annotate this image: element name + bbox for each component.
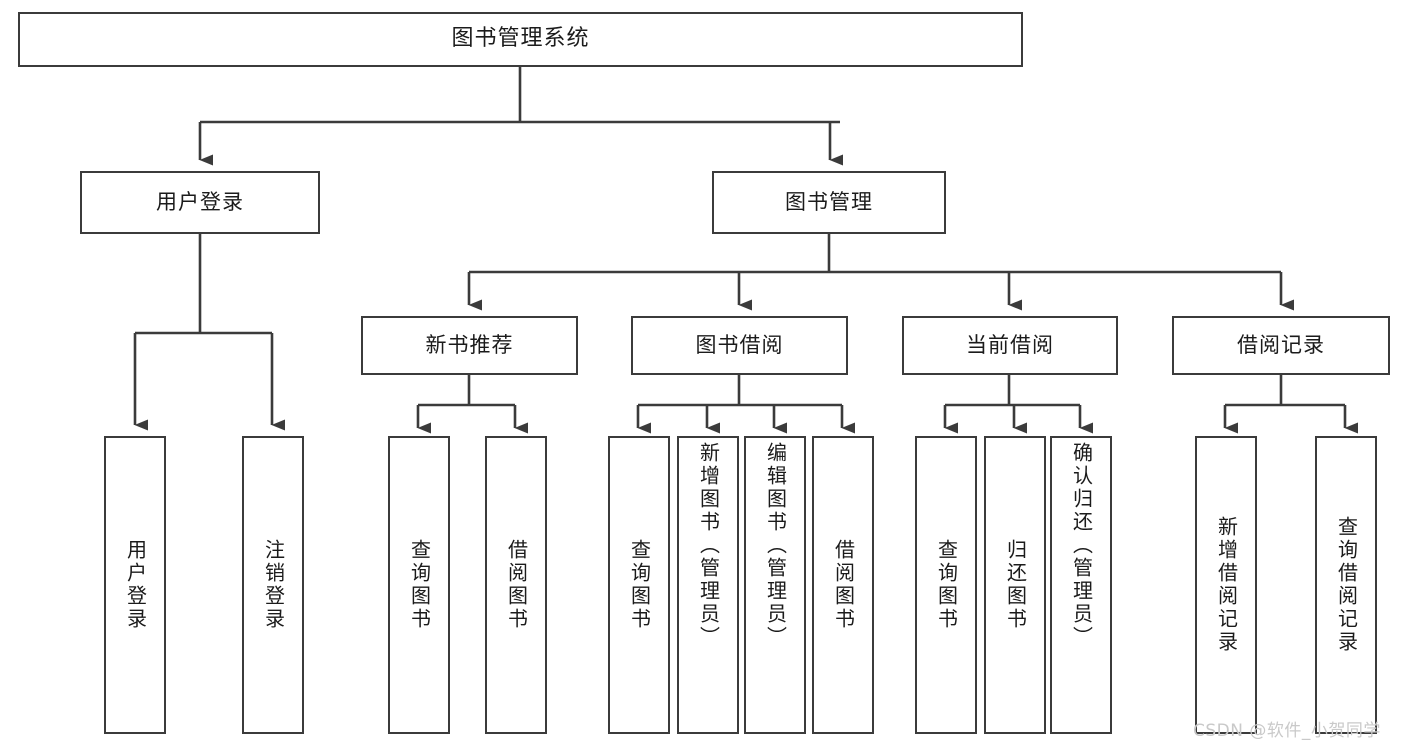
node-label: 新增借阅记录 xyxy=(1214,516,1239,654)
node-borrow-record[interactable]: 借阅记录 xyxy=(1172,316,1390,375)
node-label: 注销登录 xyxy=(261,539,286,631)
leaf-current-query-book[interactable]: 查询图书 xyxy=(915,436,977,734)
node-user-login[interactable]: 用户登录 xyxy=(80,171,320,234)
node-new-book-recommend[interactable]: 新书推荐 xyxy=(361,316,578,375)
node-root-system[interactable]: 图书管理系统 xyxy=(18,12,1023,67)
node-label: 新书推荐 xyxy=(425,332,514,357)
leaf-confirm-return-admin[interactable]: 确认归还（管理员） xyxy=(1050,436,1112,734)
node-label: 查询借阅记录 xyxy=(1334,516,1359,654)
node-label: 当前借阅 xyxy=(966,332,1054,357)
node-label: 借阅图书 xyxy=(831,539,856,631)
node-label: 用户登录 xyxy=(156,189,244,214)
leaf-add-borrow-record[interactable]: 新增借阅记录 xyxy=(1195,436,1257,734)
node-label: 借阅图书 xyxy=(504,539,529,631)
leaf-borrow-query-book[interactable]: 查询图书 xyxy=(608,436,670,734)
node-label: 借阅记录 xyxy=(1237,332,1325,357)
node-label: 编辑图书（管理员） xyxy=(763,442,788,649)
node-label: 图书管理系统 xyxy=(451,26,590,52)
csdn-watermark: CSDN @软件_小贺同学 xyxy=(1193,721,1381,741)
leaf-query-borrow-record[interactable]: 查询借阅记录 xyxy=(1315,436,1377,734)
node-label: 查询图书 xyxy=(407,539,432,631)
node-book-management[interactable]: 图书管理 xyxy=(712,171,946,234)
node-label: 新增图书（管理员） xyxy=(696,442,721,649)
leaf-new-book-query[interactable]: 查询图书 xyxy=(388,436,450,734)
node-label: 图书借阅 xyxy=(695,332,784,357)
leaf-return-book[interactable]: 归还图书 xyxy=(984,436,1046,734)
node-label: 查询图书 xyxy=(934,539,959,631)
node-label: 图书管理 xyxy=(785,189,873,214)
leaf-borrow-book[interactable]: 借阅图书 xyxy=(812,436,874,734)
leaf-add-book-admin[interactable]: 新增图书（管理员） xyxy=(677,436,739,734)
leaf-logout[interactable]: 注销登录 xyxy=(242,436,304,734)
node-label: 归还图书 xyxy=(1003,539,1028,631)
node-book-borrow[interactable]: 图书借阅 xyxy=(631,316,848,375)
leaf-user-login[interactable]: 用户登录 xyxy=(104,436,166,734)
leaf-new-book-borrow[interactable]: 借阅图书 xyxy=(485,436,547,734)
leaf-edit-book-admin[interactable]: 编辑图书（管理员） xyxy=(744,436,806,734)
node-label: 用户登录 xyxy=(123,539,148,631)
node-current-borrow[interactable]: 当前借阅 xyxy=(902,316,1118,375)
node-label: 确认归还（管理员） xyxy=(1069,442,1094,649)
node-label: 查询图书 xyxy=(627,539,652,631)
